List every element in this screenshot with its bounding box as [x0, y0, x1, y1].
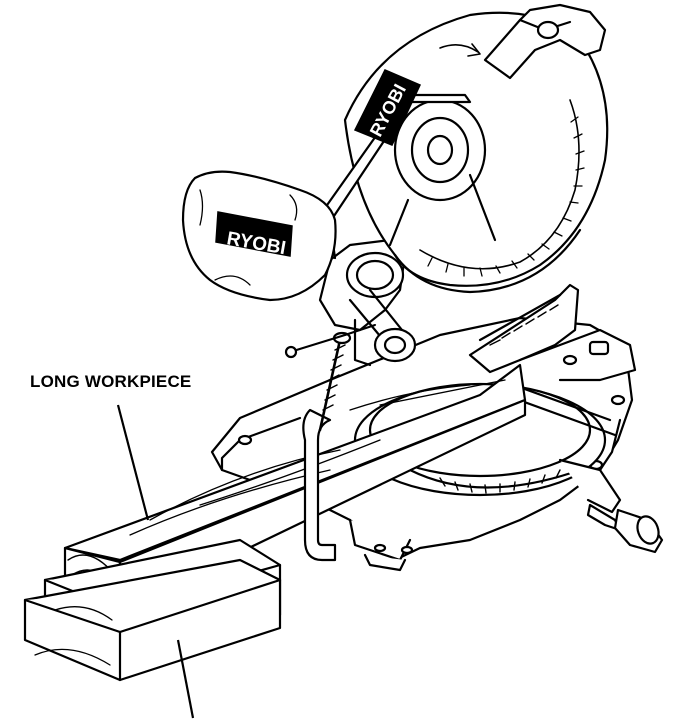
table-lock-handle — [586, 503, 664, 554]
saw-arm — [318, 238, 417, 367]
workpiece-support-stack — [23, 538, 282, 682]
leader-line-support — [176, 639, 195, 719]
callout-long-workpiece: LONG WORKPIECE — [30, 372, 192, 391]
dust-bag-logo: RYOBI — [215, 211, 293, 259]
saw-handle — [483, 3, 607, 80]
right-fence — [468, 283, 637, 382]
leader-line-long-workpiece — [116, 404, 150, 521]
leader-lines — [116, 404, 195, 719]
